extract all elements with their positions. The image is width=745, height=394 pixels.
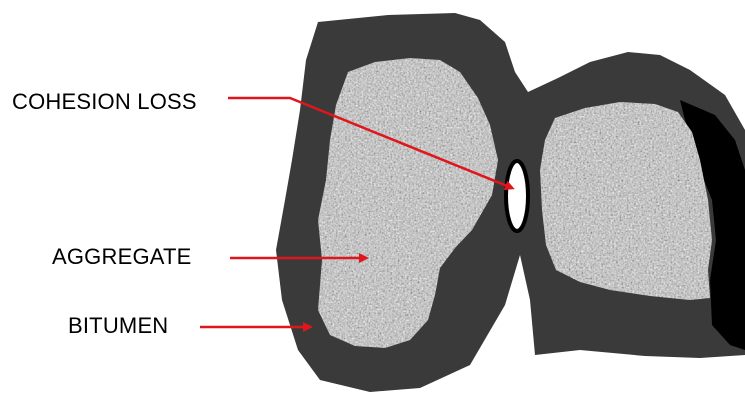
aggregate-particle-right [540,102,712,300]
cohesion-loss-void [506,161,528,231]
label-cohesion-loss: COHESION LOSS [12,89,197,114]
label-aggregate: AGGREGATE [52,244,192,269]
label-bitumen: BITUMEN [68,313,168,338]
